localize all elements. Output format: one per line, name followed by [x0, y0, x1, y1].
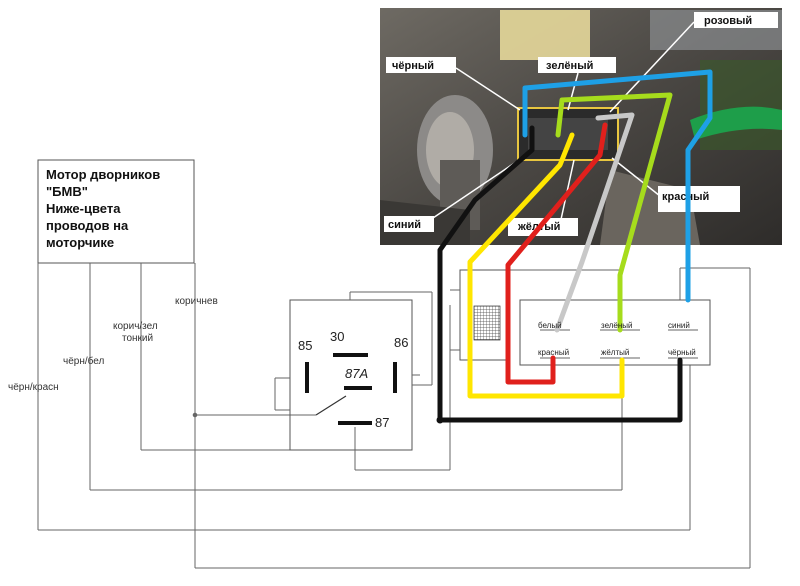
connector-label-yellow: жёлтый — [601, 348, 629, 357]
wire-label-black-red: чёрн/красн — [8, 382, 59, 393]
relay-pin-85: 85 — [298, 338, 312, 353]
photo-label-blue: синий — [388, 219, 421, 231]
motor-title-line-5: моторчике — [46, 235, 114, 250]
motor-title-line-2: "БМВ" — [46, 184, 88, 199]
connector-box — [519, 299, 711, 366]
wire-label-brown: коричнев — [175, 296, 218, 307]
wire-label-brown-green: корич/зел — [113, 321, 158, 332]
black-wire — [437, 125, 683, 423]
photo-label-pink: розовый — [704, 15, 752, 27]
colored-wires — [437, 69, 713, 423]
red-wire — [505, 122, 608, 385]
motor-title-line-4: проводов на — [46, 218, 129, 233]
motor-box — [37, 159, 195, 264]
connector-label-black: чёрный — [668, 348, 696, 357]
thin-wiring — [37, 159, 751, 569]
relay-pin-87a: 87A — [345, 366, 368, 381]
fuse-mesh — [473, 305, 501, 341]
grey-wire — [554, 112, 635, 333]
relay-switch-arm — [315, 395, 347, 416]
yellow-wire — [467, 132, 625, 399]
relay-pin-30: 30 — [330, 329, 344, 344]
motor-title-line-1: Мотор дворников — [46, 167, 160, 182]
connector-photo: чёрный зелёный розовый синий жёлтый крас… — [380, 8, 782, 245]
relay-internals — [305, 353, 397, 425]
motor-title-line-3: Ниже-цвета — [46, 201, 121, 216]
connector-label-green: зелёный — [601, 321, 633, 330]
photo-label-black: чёрный — [392, 60, 434, 72]
photo-label-green: зелёный — [546, 60, 593, 72]
green-wire — [555, 92, 673, 333]
connector-label-blue: синий — [668, 321, 690, 330]
relay-pin-86: 86 — [394, 335, 408, 350]
connector-label-white: белый — [538, 321, 562, 330]
relay-pin-87: 87 — [375, 415, 389, 430]
wire-label-brown-green-thin: тонкий — [122, 333, 153, 344]
connector-label-red: красный — [538, 348, 569, 357]
ground-junction — [436, 416, 444, 424]
blue-wire — [522, 69, 713, 303]
wire-label-black-white: чёрн/бел — [63, 355, 104, 367]
